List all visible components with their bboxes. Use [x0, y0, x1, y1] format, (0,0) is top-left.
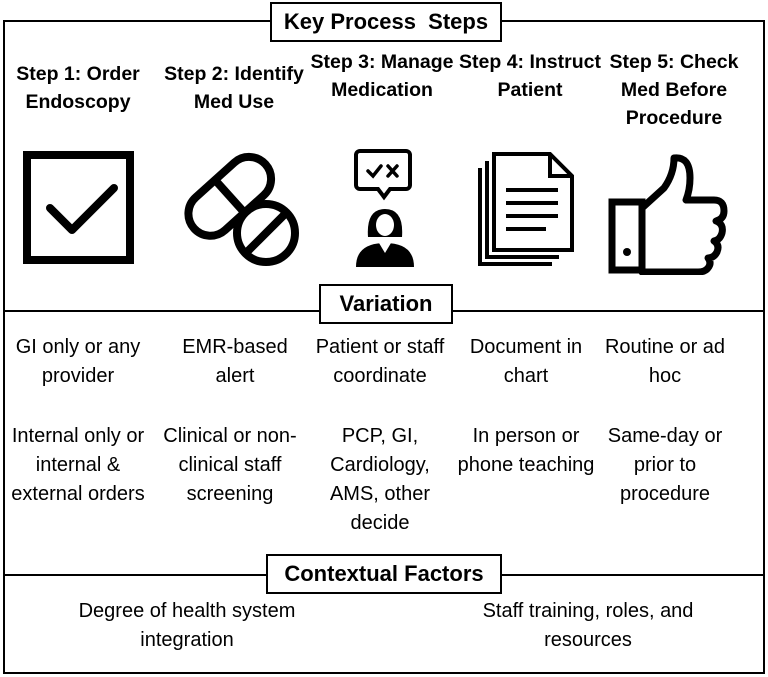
step-1-title: Step 1: Order Endoscopy: [16, 63, 140, 113]
step-4-title: Step 4: Instruct Patient: [459, 51, 601, 101]
variation-step2-a: EMR-based alert: [182, 336, 288, 387]
variation-step1-a: GI only or any provider: [15, 336, 141, 387]
pills-icon: [184, 152, 299, 266]
variation-step5-a: Routine or ad hoc: [604, 336, 726, 387]
person-speech-bubble-icon: [354, 149, 414, 267]
variation-step4-b: In person or phone teaching: [457, 425, 595, 476]
contextual-factors-title: Contextual Factors: [266, 554, 502, 594]
variation-step2-b: Clinical or non-clinical staff screening: [163, 425, 297, 505]
thumbs-up-icon: [608, 154, 728, 275]
step-5-title: Step 5: Check Med Before Procedure: [609, 51, 739, 129]
step-2-title: Step 2: Identify Med Use: [164, 63, 304, 113]
checkbox-icon: [23, 151, 134, 264]
step-3-title: Step 3: Manage Medication: [310, 51, 454, 101]
variation-step1-b: Internal only or internal & external ord…: [11, 425, 145, 505]
variation-title: Variation: [319, 284, 453, 324]
documents-icon: [478, 152, 574, 266]
variation-step5-b: Same-day or prior to procedure: [607, 425, 723, 505]
variation-step3-a: Patient or staff coordinate: [315, 336, 445, 387]
variation-step4-a: Document in chart: [469, 336, 583, 387]
key-process-title: Key Process Steps: [270, 2, 502, 42]
variation-step3-b: PCP, GI, Cardiology, AMS, other decide: [329, 425, 431, 534]
contextual-factor-integration: Degree of health system integration: [78, 600, 296, 651]
contextual-factor-staff: Staff training, roles, and resources: [482, 600, 694, 651]
